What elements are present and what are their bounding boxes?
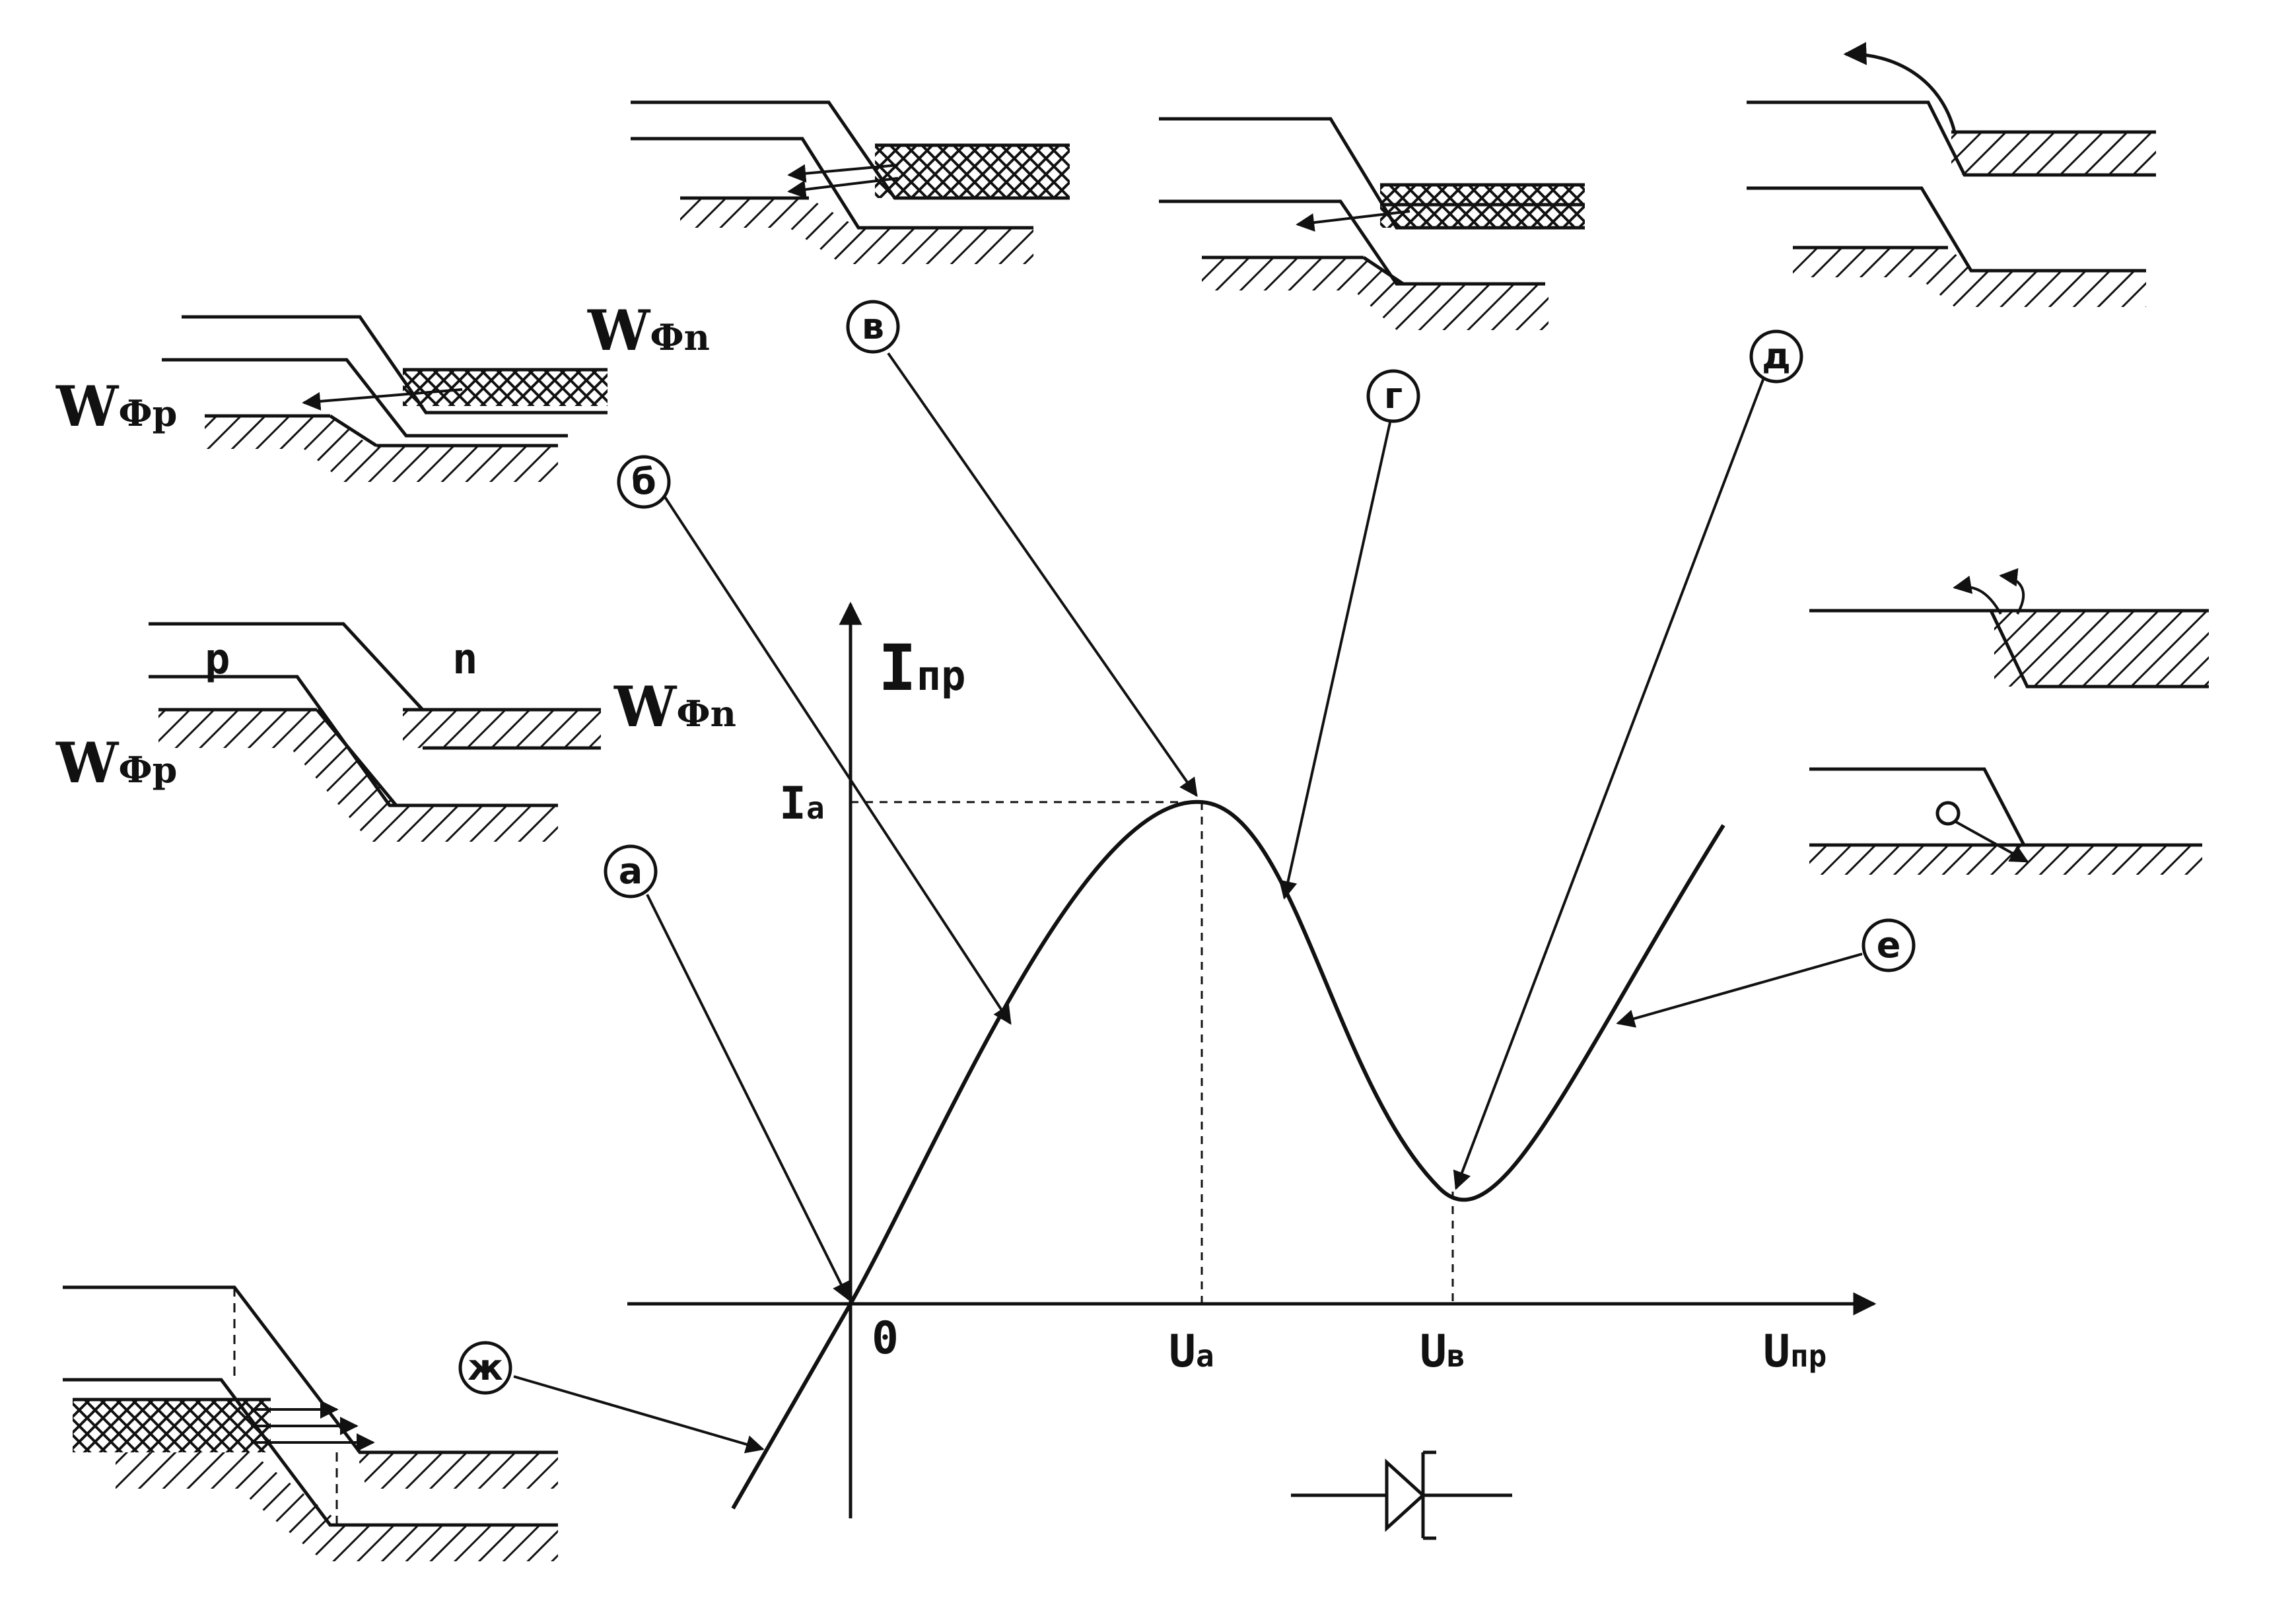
circle-label-zh: ж [458, 1341, 512, 1395]
svg-text:б: б [631, 461, 656, 502]
iv-plot [627, 601, 1877, 1518]
circle-label-a: а [604, 844, 658, 898]
origin-label: 0 [872, 1312, 899, 1365]
label-wfp-b: WФр [55, 374, 177, 439]
circle-label-d: д [1749, 329, 1803, 384]
tunnel-diode-symbol [1291, 1450, 1512, 1540]
label-n: n [452, 635, 478, 684]
svg-text:г: г [1384, 375, 1403, 417]
svg-text:а: а [619, 850, 643, 892]
peak-current-label: Ia [779, 778, 825, 830]
band-diagram-d [1747, 42, 2156, 307]
y-axis-label: Iпр [878, 631, 965, 705]
band-diagram-v [631, 100, 1070, 264]
circle-label-g: г [1366, 369, 1420, 423]
label-p: p [205, 635, 230, 684]
valley-voltage-label: Uв [1420, 1326, 1465, 1378]
peak-voltage-label: Ua [1169, 1326, 1214, 1378]
circle-label-v: в [846, 300, 900, 354]
circle-label-b: б [617, 455, 671, 509]
label-wfn-b: WФn [587, 298, 710, 363]
label-wfp-a: WФр [55, 730, 177, 795]
svg-text:в: в [862, 306, 884, 347]
iv-curve [731, 799, 1725, 1510]
label-wfn-a: WФn [613, 674, 736, 739]
svg-text:е: е [1877, 924, 1901, 966]
band-diagram-b [162, 315, 608, 482]
x-axis-label: Uпр [1763, 1326, 1826, 1378]
svg-text:д: д [1762, 335, 1791, 377]
band-diagram-g [1159, 117, 1585, 330]
band-diagram-zh [63, 1285, 558, 1561]
pointers [513, 352, 1863, 1454]
svg-text:ж: ж [468, 1347, 503, 1388]
band-diagram-e [1809, 568, 2209, 875]
circle-label-e: е [1861, 918, 1916, 972]
band-diagram-a [149, 622, 601, 842]
